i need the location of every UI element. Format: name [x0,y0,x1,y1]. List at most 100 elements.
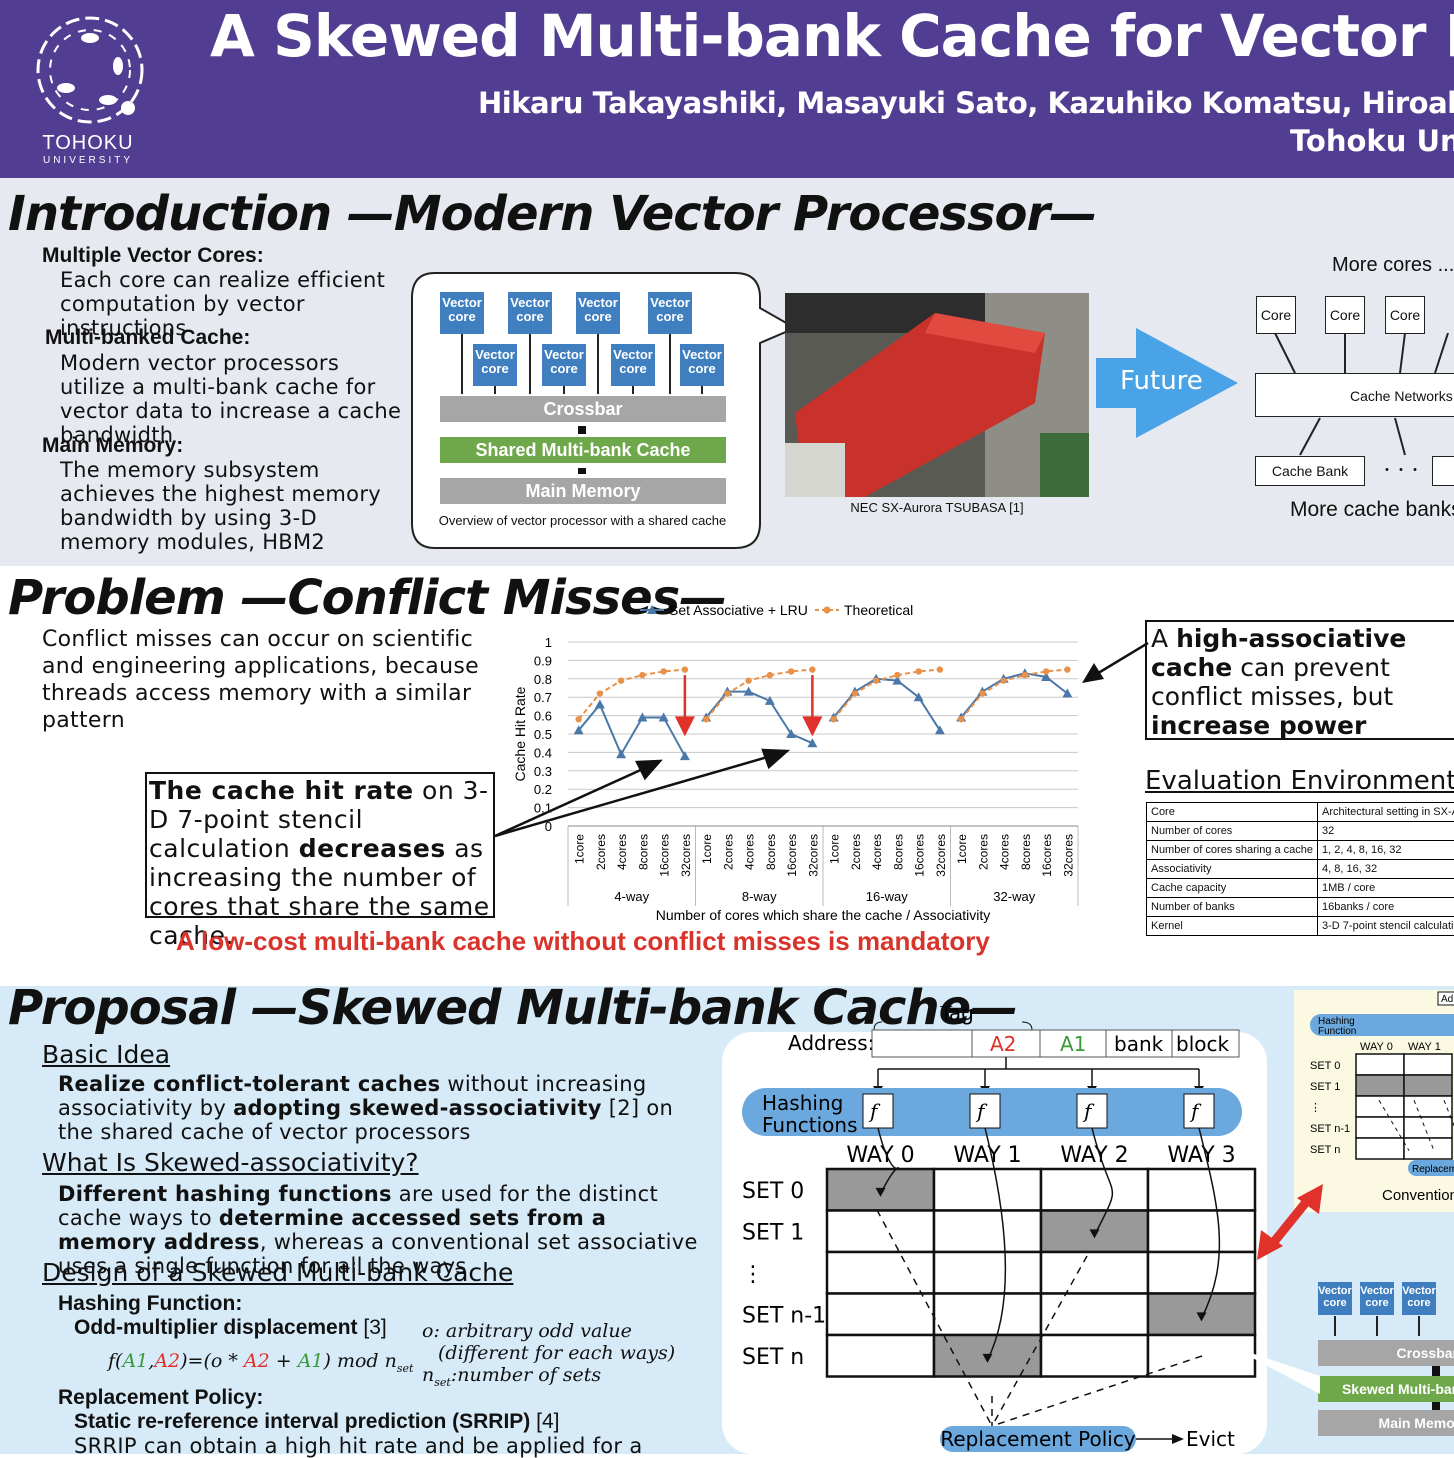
main-memory-block: Main Memory [440,478,726,504]
formula-part: f( [108,1350,122,1372]
group-label: 8-way [742,889,777,904]
eval-param: Core [1147,803,1318,822]
hash-function-box [863,1094,893,1128]
y-tick-label: 0.9 [534,653,552,668]
callout-arrows [495,746,815,846]
mini-callout-wedge [1230,1346,1330,1396]
y-tick-label: 0.8 [534,672,552,687]
group-label: 16-way [866,889,908,904]
y-tick-label: 0.7 [534,690,552,705]
cache-bank-box-partial [1432,456,1454,486]
data-point [1022,672,1028,678]
x-tick-label: 8cores [1019,834,1033,870]
eval-value: 3-D 7-point stencil calculation [1318,917,1454,936]
heading-main-memory: Main Memory: [42,434,183,458]
legend-label: Theoretical [844,602,913,618]
drop-arrow-head [802,716,822,736]
eval-env-title: Evaluation Environment [1145,766,1454,796]
right-text: A [1151,624,1176,653]
cache-cell [1041,1169,1148,1211]
way-label: WAY 1 [953,1143,1021,1168]
conv-set-label: SET n-1 [1310,1123,1350,1135]
x-tick-label: 2cores [849,834,863,870]
cache-cell [1041,1294,1148,1336]
formula-part: )=(o * [180,1350,244,1372]
way-label: WAY 0 [846,1143,914,1168]
eval-value: 1MB / core [1318,879,1454,898]
x-axis-label: Number of cores which share the cache / … [656,907,991,923]
eval-param: Number of cores sharing a cache [1147,841,1318,860]
eval-param: Number of banks [1147,898,1318,917]
cache-cell [1148,1211,1255,1253]
var-a1: A1 [122,1350,148,1372]
drop-arrow-head [675,716,695,736]
data-point [1064,666,1070,672]
cache-cell [827,1252,934,1294]
set-label: SET n [742,1345,804,1370]
data-point [937,666,943,672]
data-point [852,690,858,696]
hash-function-box [1077,1094,1107,1128]
heading-multiple-cores: Multiple Vector Cores: [42,244,264,268]
more-cores-label: More cores ... [1332,254,1454,277]
cache-bank-box: Cache Bank [1255,456,1365,486]
eval-param: Cache capacity [1147,879,1318,898]
series-line [961,673,1067,717]
group-label: 4-way [614,889,649,904]
cache-networks-box: Cache Networks [1255,373,1454,417]
note: nset:number of sets [422,1364,675,1394]
text: [3] [358,1316,387,1339]
cache-cell [934,1294,1041,1336]
formula-part: + [270,1350,298,1372]
what-is-heading: What Is Skewed-associativity? [42,1148,419,1177]
cache-cell [934,1252,1041,1294]
data-point [682,666,688,672]
formula-notes: o: arbitrary odd value (different for ea… [422,1320,675,1394]
hash-function-box [1184,1094,1214,1128]
srrip-line: Static re-reference interval prediction … [74,1410,560,1434]
affiliation: Tohoku University [1290,124,1454,158]
data-point [788,668,794,674]
conv-cache-cell [1356,1054,1404,1075]
data-point [745,677,751,683]
conventional-label: Conventional [1382,1187,1454,1204]
conv-cache-cell [1356,1138,1404,1159]
address-label: Address: [788,1031,874,1055]
mandatory-statement: A low-cost multi-bank cache without conf… [176,926,990,957]
cache-cell [934,1169,1041,1211]
vector-core-block: Vector core [508,292,552,334]
x-tick-label: 2cores [976,834,990,870]
ellipsis: ・・・ [1380,460,1422,480]
data-point [597,690,603,696]
x-tick-label: 1core [828,834,842,864]
cache-cell [827,1211,934,1253]
conv-cache-cell [1356,1096,1404,1117]
mini-main-memory: Main Memory [1318,1410,1454,1436]
replacement-label: Replacement Policy [940,1427,1135,1451]
vector-core-block: Vector core [440,292,484,334]
conv-cache-cell [1404,1054,1452,1075]
overview-caption: Overview of vector processor with a shar… [420,513,745,528]
logo-name: TOHOKU [28,132,148,155]
replacement-heading: Replacement Policy: [58,1386,263,1410]
cache-cell [827,1294,934,1336]
conv-cache-cell [1356,1117,1404,1138]
formula-sub: set [397,1362,414,1375]
note-text: :number of sets [451,1364,601,1386]
data-point [830,716,836,722]
right-arrow-icon [1080,641,1150,691]
series-line [834,679,940,731]
conv-replacement-label: Replacement [1412,1164,1454,1175]
hashing-label: Functions [762,1113,858,1137]
data-point [595,700,605,709]
vector-core-block: Vector core [1402,1282,1436,1315]
set-label: SET 0 [742,1179,804,1204]
compare-arrow-icon [1255,1182,1325,1262]
legend-marker [824,607,831,614]
x-tick-label: 1core [955,834,969,864]
set-label: SET 1 [742,1220,804,1245]
